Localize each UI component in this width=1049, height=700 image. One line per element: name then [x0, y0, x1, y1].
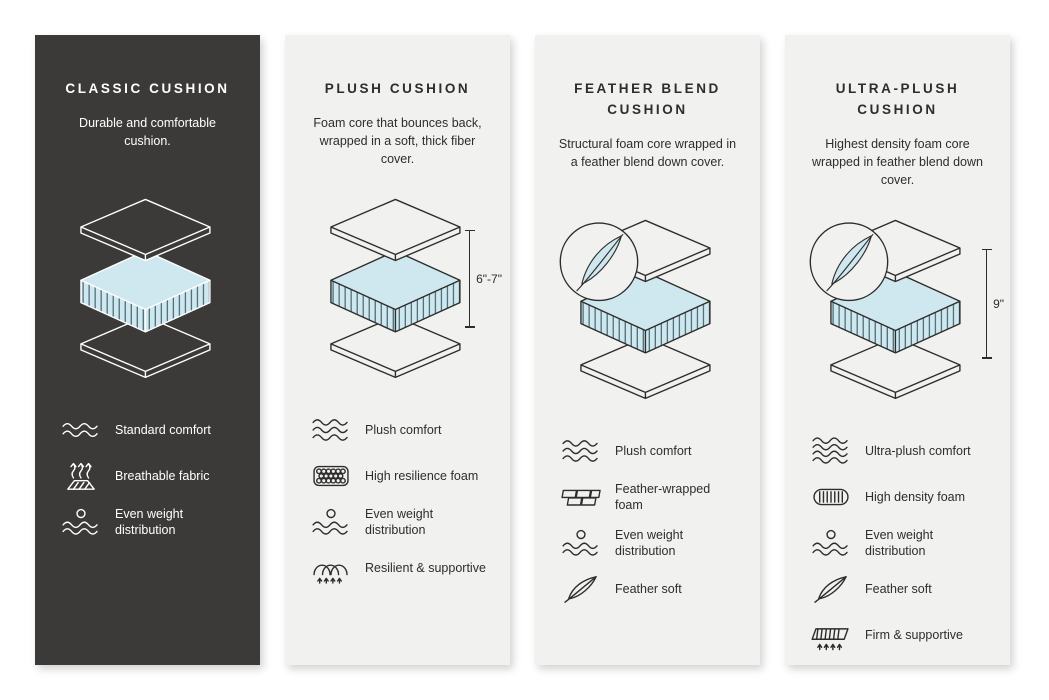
feature-item: Even weight distribution	[309, 506, 490, 539]
feature-item: Even weight distribution	[809, 527, 990, 560]
feature-label: Resilient & supportive	[365, 561, 486, 576]
feather-badge-icon	[809, 222, 888, 301]
panel-description: Highest density foam core wrapped in fea…	[812, 136, 983, 188]
feature-item: Even weight distribution	[559, 527, 740, 560]
feature-item: Plush comfort	[309, 414, 490, 447]
feature-label: Even weight distribution	[365, 507, 434, 538]
spring-icon	[309, 552, 353, 585]
cushion-diagram	[306, 194, 490, 394]
feature-item: Even weight distribution	[59, 506, 240, 539]
foam-bubbles-icon	[309, 460, 353, 492]
height-measurement: 6"-7"	[465, 229, 502, 328]
feature-label: Feather-wrapped foam	[615, 482, 711, 513]
feature-label: Ultra-plush comfort	[865, 444, 971, 459]
feature-label: Feather soft	[865, 582, 932, 597]
cushion-diagram-svg	[809, 219, 961, 399]
panel-title: ULTRA-PLUSH CUSHION	[835, 81, 960, 117]
waves-icon	[59, 414, 103, 446]
feature-item: Firm & supportive	[809, 619, 990, 652]
panel-title: FEATHER BLEND CUSHION	[574, 81, 721, 117]
feature-label: Even weight distribution	[865, 528, 934, 559]
feather-icon	[809, 573, 853, 605]
breathable-fabric-icon	[59, 460, 103, 492]
feature-item: Resilient & supportive	[309, 552, 490, 585]
measurement-line	[465, 229, 474, 328]
panel-title: CLASSIC CUSHION	[65, 81, 230, 96]
cushion-illustration: 9"	[805, 215, 1004, 415]
feature-list: Ultra-plush comfort High density foam Ev…	[805, 435, 990, 652]
feature-label: Standard comfort	[115, 423, 211, 438]
feature-label: Breathable fabric	[115, 469, 210, 484]
cushion-diagram-svg	[559, 219, 711, 399]
cushion-diagram-svg	[329, 198, 461, 379]
feather-icon	[559, 573, 603, 605]
cushion-illustration	[55, 194, 240, 394]
feature-item: Ultra-plush comfort	[809, 435, 990, 468]
panel-ultra-plush-cushion: ULTRA-PLUSH CUSHION Highest density foam…	[785, 35, 1010, 665]
height-value: 6"-7"	[476, 271, 502, 286]
waves-icon	[309, 414, 353, 446]
cushion-comparison-infographic: CLASSIC CUSHION Durable and comfortable …	[35, 35, 1010, 665]
even-weight-icon	[59, 506, 103, 538]
feature-list: Plush comfort Feather-wrapped foam Even …	[555, 435, 740, 606]
panel-description: Foam core that bounces back, wrapped in …	[313, 115, 482, 167]
feature-item: Feather-wrapped foam	[559, 481, 740, 514]
feature-label: High density foam	[865, 490, 966, 505]
cushion-illustration	[555, 215, 740, 415]
feature-item: High resilience foam	[309, 460, 490, 493]
feature-item: High density foam	[809, 481, 990, 514]
panel-classic-cushion: CLASSIC CUSHION Durable and comfortable …	[35, 35, 260, 665]
even-weight-icon	[809, 527, 853, 559]
panel-description: Structural foam core wrapped in a feathe…	[558, 136, 737, 169]
height-measurement: 9"	[982, 248, 1004, 359]
even-weight-icon	[559, 527, 603, 559]
feature-item: Feather soft	[559, 573, 740, 606]
feather-badge-icon	[559, 222, 638, 301]
panel-feather-blend-cushion: FEATHER BLEND CUSHION Structural foam co…	[535, 35, 760, 665]
cushion-diagram	[806, 215, 990, 415]
feature-label: Even weight distribution	[615, 528, 684, 559]
cushion-illustration: 6"-7"	[305, 194, 502, 394]
waves-icon	[809, 435, 853, 467]
panel-plush-cushion: PLUSH CUSHION Foam core that bounces bac…	[285, 35, 510, 665]
brick-foam-icon	[559, 481, 603, 513]
firm-support-icon	[809, 619, 853, 651]
feature-list: Standard comfort Breathable fabric Even …	[55, 414, 240, 539]
cushion-diagram-svg	[79, 198, 211, 379]
feature-item: Breathable fabric	[59, 460, 240, 493]
even-weight-icon	[309, 506, 353, 538]
height-value: 9"	[993, 296, 1004, 311]
feature-item: Standard comfort	[59, 414, 240, 447]
feature-list: Plush comfort High resilience foam Even …	[305, 414, 490, 585]
feature-label: Firm & supportive	[865, 628, 963, 643]
waves-icon	[559, 435, 603, 467]
feature-label: High resilience foam	[365, 469, 479, 484]
panel-title: PLUSH CUSHION	[324, 81, 471, 96]
feature-label: Even weight distribution	[115, 507, 184, 538]
panel-description: Durable and comfortable cushion.	[79, 115, 216, 149]
striped-foam-icon	[809, 481, 853, 513]
feature-label: Feather soft	[615, 582, 682, 597]
feature-item: Plush comfort	[559, 435, 740, 468]
feature-label: Plush comfort	[615, 444, 692, 459]
feature-item: Feather soft	[809, 573, 990, 606]
feature-label: Plush comfort	[365, 423, 442, 438]
measurement-line	[982, 248, 991, 359]
